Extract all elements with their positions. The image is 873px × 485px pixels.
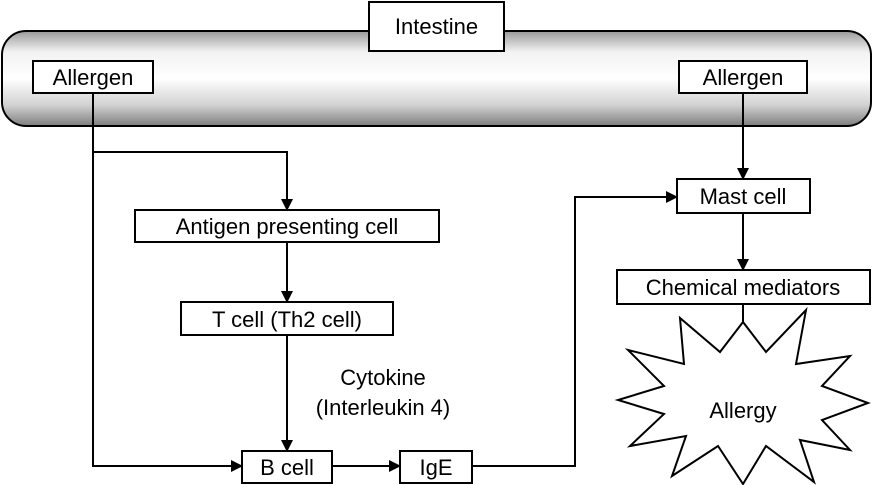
cytokine-label-line1: Cytokine xyxy=(340,365,426,390)
antigen-presenting-cell-box: Antigen presenting cell xyxy=(134,209,440,243)
connectors xyxy=(92,93,749,472)
b-cell-label: B cell xyxy=(260,455,314,480)
chemical-mediators-box: Chemical mediators xyxy=(616,269,871,305)
t-cell-label: T cell (Th2 cell) xyxy=(212,307,362,332)
cytokine-label-line2: (Interleukin 4) xyxy=(316,395,451,420)
antigen-presenting-cell-label: Antigen presenting cell xyxy=(176,214,399,239)
allergen-left-box: Allergen xyxy=(32,60,154,94)
connector-allergen-to-apc xyxy=(93,151,293,211)
t-cell-box: T cell (Th2 cell) xyxy=(180,301,394,336)
ige-box: IgE xyxy=(399,450,473,484)
chemical-mediators-label: Chemical mediators xyxy=(646,275,840,300)
ige-label: IgE xyxy=(419,455,452,480)
connector-allergen-to-bcell xyxy=(92,93,243,472)
b-cell-box: B cell xyxy=(241,450,333,484)
intestine-box: Intestine xyxy=(368,1,505,52)
allergen-left-label: Allergen xyxy=(53,65,134,90)
mast-cell-label: Mast cell xyxy=(700,184,787,209)
mast-cell-box: Mast cell xyxy=(676,178,811,214)
intestine-label: Intestine xyxy=(395,14,478,39)
allergy-starburst xyxy=(614,306,871,485)
connector-ige-to-mastcell xyxy=(472,191,678,467)
allergy-label: Allergy xyxy=(709,398,776,423)
allergen-right-box: Allergen xyxy=(678,60,808,94)
allergen-right-label: Allergen xyxy=(703,65,784,90)
